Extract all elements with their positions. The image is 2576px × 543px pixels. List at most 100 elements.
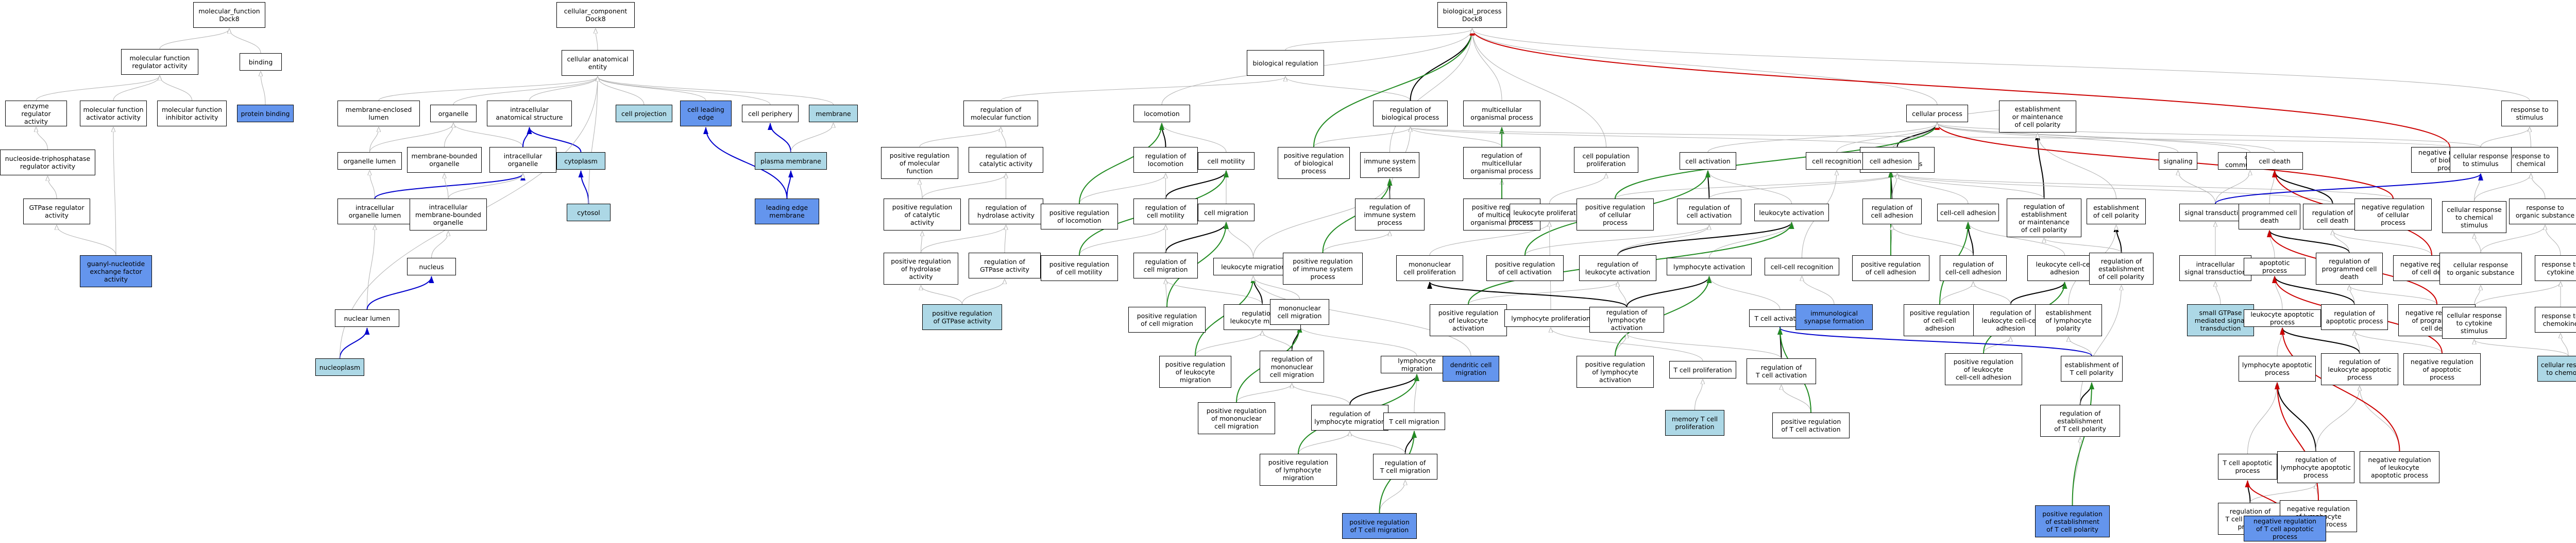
go-term-node[interactable]: positive regulation of establishment of …	[2035, 505, 2110, 537]
go-term-node[interactable]: regulation of programmed cell death	[2316, 253, 2383, 285]
go-term-node[interactable]: binding	[240, 53, 282, 71]
go-term-node[interactable]: negative regulation of cellular process	[2354, 199, 2432, 231]
go-term-node[interactable]: molecular function activator activity	[80, 101, 147, 126]
go-term-node[interactable]: positive regulation of GTPase activity	[922, 304, 1002, 330]
go-term-node[interactable]: regulation of establishment or maintenan…	[2007, 199, 2081, 237]
go-term-node[interactable]: programmed cell death	[2239, 204, 2300, 229]
go-term-node[interactable]: regulation of cell migration	[1133, 253, 1198, 278]
go-term-node[interactable]: signaling	[2159, 152, 2197, 170]
go-term-node[interactable]: regulation of catalytic activity	[969, 147, 1043, 173]
go-term-node[interactable]: positive regulation of hydrolase activit…	[884, 253, 958, 285]
go-term-node[interactable]: molecular function regulator activity	[121, 49, 198, 75]
go-term-node[interactable]: membrane-bounded organelle	[407, 147, 482, 173]
go-term-node[interactable]: positive regulation of cell migration	[1128, 307, 1206, 333]
go-term-node[interactable]: biological regulation	[1247, 50, 1324, 76]
go-term-node[interactable]: regulation of lymphocyte apoptotic proce…	[2277, 451, 2354, 483]
go-term-node[interactable]: positive regulation of leukocyte migrati…	[1159, 356, 1231, 388]
go-term-node[interactable]: cell migration	[1198, 204, 1255, 221]
go-term-node[interactable]: lymphocyte proliferation	[1504, 309, 1597, 327]
go-term-node[interactable]: dendritic cell migration	[1443, 356, 1499, 382]
go-term-node[interactable]: regulation of hydrolase activity	[969, 199, 1043, 224]
go-term-node[interactable]: leukocyte apoptotic process	[2244, 309, 2321, 327]
go-term-node[interactable]: membrane	[809, 105, 858, 122]
go-term-node[interactable]: leukocyte activation	[1754, 204, 1829, 221]
go-term-node[interactable]: intracellular organelle	[489, 147, 556, 173]
go-term-node[interactable]: cell population proliferation	[1574, 147, 1638, 173]
go-term-node[interactable]: regulation of T cell activation	[1747, 358, 1816, 384]
go-term-node[interactable]: cell recognition	[1806, 152, 1868, 170]
go-term-node[interactable]: establishment of lymphocyte polarity	[2035, 304, 2102, 336]
go-term-node[interactable]: regulation of locomotion	[1133, 147, 1198, 173]
go-term-node[interactable]: establishment of T cell polarity	[2061, 356, 2123, 382]
go-term-node[interactable]: regulation of multicellular organismal p…	[1463, 147, 1540, 179]
go-term-node[interactable]: guanyl-nucleotide exchange factor activi…	[80, 255, 152, 287]
go-term-node[interactable]: regulation of mononuclear cell migration	[1260, 351, 1324, 383]
go-term-node[interactable]: positive regulation of cellular process	[1577, 199, 1654, 231]
go-term-node[interactable]: positive regulation of lymphocyte activa…	[1577, 356, 1654, 388]
go-term-node[interactable]: regulation of molecular function	[963, 101, 1038, 126]
go-term-node[interactable]: establishment of cell polarity	[2087, 199, 2146, 224]
go-term-node[interactable]: regulation of apoptotic process	[2321, 304, 2388, 330]
go-term-node[interactable]: positive regulation of cell activation	[1486, 255, 1564, 281]
go-term-node[interactable]: cellular anatomical entity	[562, 50, 634, 76]
go-term-node[interactable]: nucleoplasm	[315, 358, 364, 376]
go-term-node[interactable]: regulation of cell-cell adhesion	[1940, 255, 2007, 281]
go-term-node[interactable]: response to cytokine	[2535, 255, 2576, 281]
go-term-node[interactable]: positive regulation of lymphocyte migrat…	[1260, 454, 1337, 486]
go-term-node[interactable]: leukocyte proliferation	[1510, 204, 1589, 221]
go-term-node[interactable]: mononuclear cell migration	[1270, 299, 1329, 325]
go-term-node[interactable]: response to stimulus	[2501, 101, 2558, 126]
go-term-node[interactable]: positive regulation of leukocyte activat…	[1430, 304, 1507, 336]
go-term-node[interactable]: biological_process Dock8	[1437, 2, 1507, 28]
go-term-node[interactable]: cell leading edge	[680, 101, 732, 126]
go-term-node[interactable]: membrane-enclosed lumen	[337, 101, 420, 126]
go-term-node[interactable]: leukocyte migration	[1213, 258, 1293, 275]
go-term-node[interactable]: regulation of immune system process	[1355, 199, 1425, 231]
go-term-node[interactable]: cell-cell adhesion	[1937, 204, 1999, 221]
go-term-node[interactable]: lymphocyte apoptotic process	[2239, 356, 2316, 382]
go-term-node[interactable]: cellular response to chemokine	[2537, 356, 2576, 382]
go-term-node[interactable]: positive regulation of locomotion	[1041, 204, 1118, 229]
go-term-node[interactable]: intracellular membrane-bounded organelle	[410, 199, 487, 231]
go-term-node[interactable]: response to organic substance	[2509, 199, 2576, 224]
go-term-node[interactable]: intracellular organelle lumen	[337, 199, 412, 224]
go-term-node[interactable]: regulation of cell activation	[1677, 199, 1741, 224]
go-term-node[interactable]: cellular response to chemical stimulus	[2442, 201, 2506, 233]
go-term-node[interactable]: T cell migration	[1383, 413, 1445, 430]
go-term-node[interactable]: cell periphery	[742, 105, 799, 122]
go-term-node[interactable]: nucleoside-triphosphatase regulator acti…	[0, 150, 95, 175]
go-term-node[interactable]: positive regulation of T cell activation	[1772, 413, 1850, 438]
go-term-node[interactable]: lymphocyte migration	[1381, 356, 1453, 373]
go-term-node[interactable]: regulation of cell death	[2303, 204, 2362, 229]
go-term-node[interactable]: molecular_function Dock8	[193, 2, 265, 28]
go-term-node[interactable]: cell adhesion	[1862, 152, 1919, 170]
go-term-node[interactable]: memory T cell proliferation	[1665, 410, 1724, 436]
go-term-node[interactable]: T cell proliferation	[1669, 361, 1736, 379]
go-term-node[interactable]: response to chemokine	[2535, 307, 2576, 333]
go-term-node[interactable]: T cell apoptotic process	[2218, 454, 2277, 480]
go-term-node[interactable]: establishment or maintenance of cell pol…	[1999, 101, 2076, 133]
go-term-node[interactable]: cellular response to cytokine stimulus	[2442, 307, 2506, 339]
go-term-node[interactable]: intracellular anatomical structure	[487, 101, 572, 126]
go-term-node[interactable]: cytoplasm	[556, 152, 605, 170]
go-term-node[interactable]: locomotion	[1133, 105, 1190, 122]
go-term-node[interactable]: cellular_component Dock8	[556, 2, 635, 28]
go-term-node[interactable]: positive regulation of cell adhesion	[1852, 255, 1929, 281]
go-term-node[interactable]: cellular response to stimulus	[2450, 147, 2512, 173]
go-term-node[interactable]: cytosol	[567, 204, 611, 221]
go-term-node[interactable]: regulation of leukocyte apoptotic proces…	[2321, 353, 2398, 385]
go-term-node[interactable]: protein binding	[237, 105, 294, 122]
go-term-node[interactable]: positive regulation of biological proces…	[1278, 147, 1350, 179]
go-term-node[interactable]: positive regulation of leukocyte cell-ce…	[1945, 353, 2022, 385]
go-term-node[interactable]: positive regulation of T cell migration	[1342, 513, 1417, 539]
go-term-node[interactable]: regulation of establishment of cell pola…	[2089, 253, 2154, 285]
go-term-node[interactable]: small GTPase mediated signal transductio…	[2187, 304, 2254, 336]
go-term-node[interactable]: negative regulation of T cell apoptotic …	[2244, 516, 2326, 541]
go-term-node[interactable]: cell motility	[1198, 152, 1255, 170]
go-term-node[interactable]: organelle lumen	[337, 152, 402, 170]
go-term-node[interactable]: nucleus	[407, 258, 456, 275]
go-term-node[interactable]: regulation of lymphocyte activation	[1589, 307, 1664, 333]
go-term-node[interactable]: regulation of leukocyte activation	[1579, 255, 1656, 281]
go-term-node[interactable]: immunological synapse formation	[1795, 304, 1873, 330]
go-term-node[interactable]: positive regulation of molecular functio…	[881, 147, 958, 179]
